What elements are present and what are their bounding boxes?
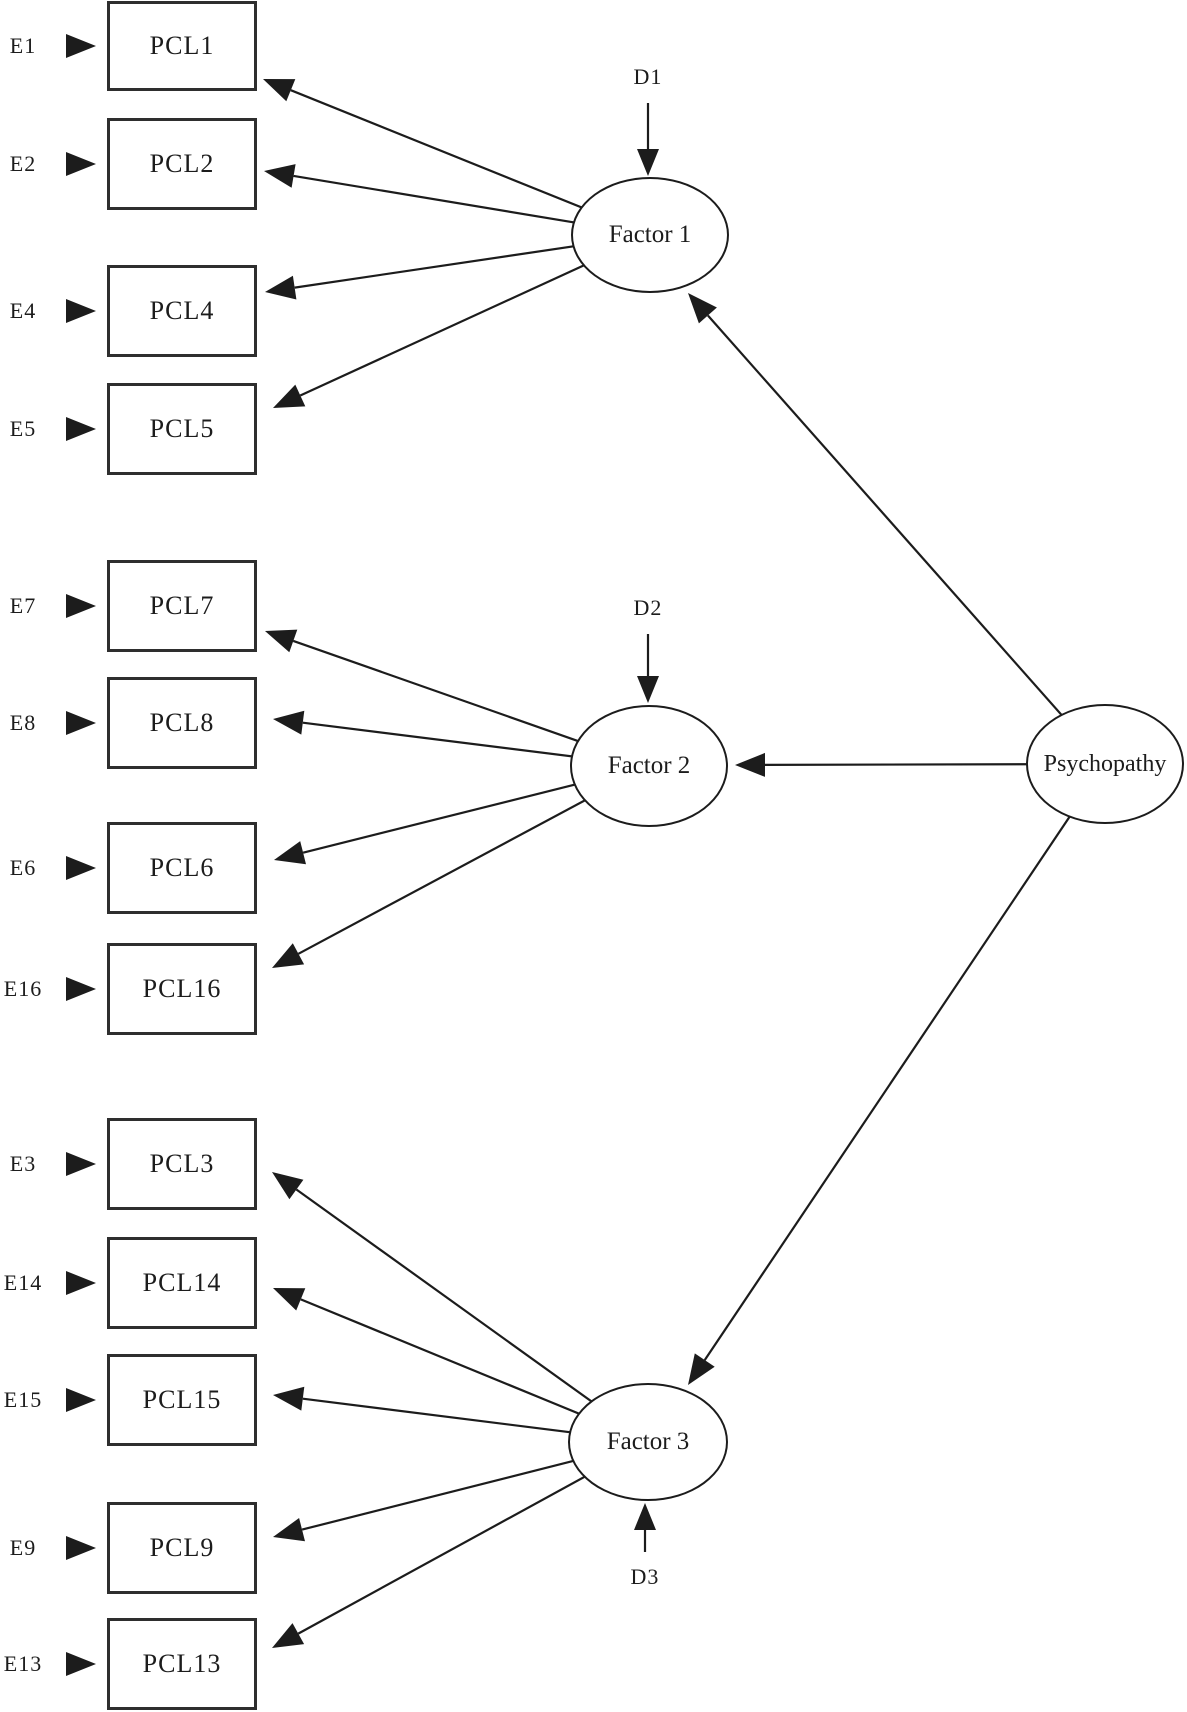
factor-ellipse: Factor 1	[571, 177, 729, 293]
factor-loading-arrow-head	[272, 943, 305, 968]
factor-loading-arrow-head	[265, 629, 298, 653]
error-to-indicator-arrow	[66, 299, 96, 323]
disturbance-arrow-head	[634, 1503, 656, 1530]
indicator-box: PCL9	[107, 1502, 257, 1594]
factor-loading-arrow-head	[273, 1288, 306, 1311]
indicator-box: PCL8	[107, 677, 257, 769]
error-to-indicator-arrow	[66, 711, 96, 735]
error-label: E7	[9, 593, 37, 618]
disturbance-label: D3	[630, 1564, 660, 1589]
error-to-indicator-arrow	[66, 977, 96, 1001]
indicator-box: PCL13	[107, 1618, 257, 1710]
error-to-indicator-arrow	[66, 1271, 96, 1295]
psychopathy-to-factor-arrow-head	[688, 293, 717, 324]
factor-loading-arrow-head	[273, 710, 305, 735]
error-to-indicator-arrow	[66, 1152, 96, 1176]
factor-loading-arrow-head	[264, 164, 296, 188]
error-label: E16	[3, 976, 43, 1001]
factor-loading-arrow-head	[265, 275, 297, 300]
error-label: E9	[9, 1535, 37, 1560]
error-to-indicator-arrow	[66, 34, 96, 58]
indicator-box: PCL16	[107, 943, 257, 1035]
factor-loading-arrow-head	[272, 1623, 305, 1648]
disturbance-label: D1	[633, 64, 663, 89]
error-to-indicator-arrow	[66, 856, 96, 880]
indicator-box: PCL2	[107, 118, 257, 210]
psychopathy-to-factor-arrow-line	[707, 314, 1106, 765]
indicator-box: PCL6	[107, 822, 257, 914]
factor-loading-arrow-head	[273, 384, 306, 408]
error-label: E8	[9, 710, 37, 735]
factor-loading-arrow-line	[295, 1188, 649, 1443]
indicator-box: PCL7	[107, 560, 257, 652]
error-label: E15	[3, 1387, 43, 1412]
error-label: E3	[9, 1151, 37, 1176]
indicator-box: PCL14	[107, 1237, 257, 1329]
psychopathy-to-factor-arrow-line	[703, 763, 1106, 1361]
factor-ellipse: Factor 2	[570, 705, 728, 827]
indicator-box: PCL3	[107, 1118, 257, 1210]
error-to-indicator-arrow	[66, 594, 96, 618]
error-label: E6	[9, 855, 37, 880]
error-to-indicator-arrow	[66, 1652, 96, 1676]
error-to-indicator-arrow	[66, 152, 96, 176]
indicator-box: PCL15	[107, 1354, 257, 1446]
factor-loading-arrow-head	[273, 1518, 305, 1542]
error-to-indicator-arrow	[66, 417, 96, 441]
error-label: E4	[9, 298, 37, 323]
factor-loading-arrow-head	[272, 1172, 304, 1200]
disturbance-arrow-head	[637, 149, 659, 176]
error-label: E1	[9, 33, 37, 58]
disturbance-label: D2	[633, 595, 663, 620]
error-label: E2	[9, 151, 37, 176]
factor-loading-arrow-head	[273, 1386, 305, 1411]
psychopathy-to-factor-arrow-head	[735, 752, 765, 777]
error-to-indicator-arrow	[66, 1536, 96, 1560]
disturbance-arrow-head	[637, 676, 659, 703]
error-label: E13	[3, 1651, 43, 1676]
factor-loading-arrow-head	[263, 79, 296, 102]
factor-ellipse: Factor 3	[568, 1383, 728, 1501]
error-label: E14	[3, 1270, 43, 1295]
error-label: E5	[9, 416, 37, 441]
psychopathy-to-factor-arrow-head	[688, 1353, 715, 1385]
error-to-indicator-arrow	[66, 1388, 96, 1412]
factor-loading-arrow-head	[274, 841, 306, 865]
indicator-box: PCL1	[107, 1, 257, 91]
psychopathy-ellipse: Psychopathy	[1026, 704, 1184, 824]
indicator-box: PCL4	[107, 265, 257, 357]
indicator-box: PCL5	[107, 383, 257, 475]
